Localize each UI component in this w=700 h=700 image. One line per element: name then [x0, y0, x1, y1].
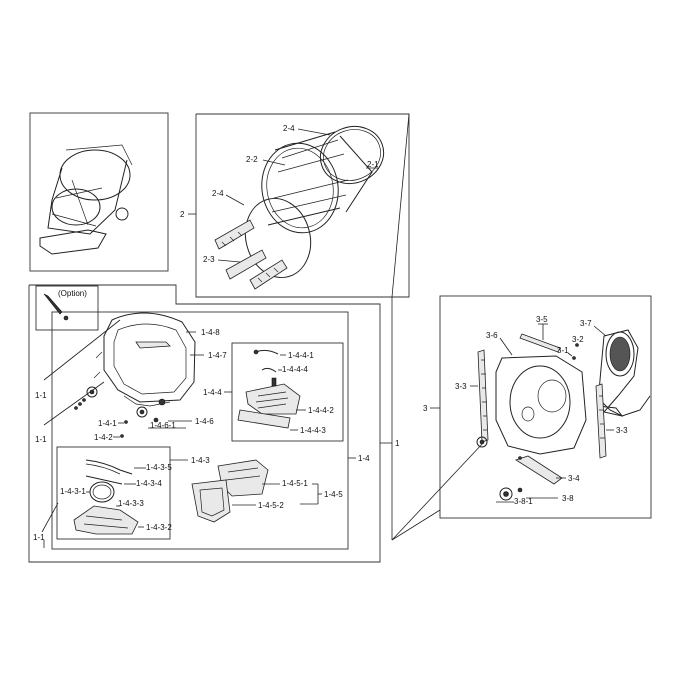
- label-3-6: 3-6: [486, 331, 498, 340]
- label-1-4-3-1: 1-4-3-1: [60, 487, 86, 496]
- label-1-4-1: 1-4-1: [98, 419, 117, 428]
- label-1-4-4-3: 1-4-4-3: [300, 426, 326, 435]
- duct-sensor: [85, 475, 123, 485]
- option-part-box: [35, 285, 99, 331]
- drum-group: 2 2-4 2-2 2-1 2-4 2-3: [180, 113, 410, 298]
- rear-panel-group: 3 3-6 3-5 3-1 3-2 3-7 3-3 3-3: [391, 295, 652, 541]
- preview-struts: [51, 144, 133, 227]
- screw-3-2: [575, 343, 579, 347]
- rear-side-rail-left: [477, 349, 489, 443]
- label-3-8: 3-8: [562, 494, 574, 503]
- label-3-7: 3-7: [580, 319, 592, 328]
- assembly-preview-box: [29, 112, 169, 272]
- front-panel-group-box: [28, 284, 381, 563]
- label-1-1-mid: 1-1: [35, 435, 47, 444]
- label-3-3-right: 3-3: [616, 426, 628, 435]
- bearing-1-4-6: [136, 406, 148, 418]
- label-1: 1: [395, 439, 400, 448]
- rear-frame-opening: [509, 365, 571, 439]
- front-frame: [103, 312, 196, 403]
- front-panel-group: 1 1-4 (Option) 1-4-8 1-4-7 1-1 1-1 1-1: [28, 113, 441, 563]
- label-3-4: 3-4: [568, 474, 580, 483]
- label-1-4-2: 1-4-2: [94, 433, 113, 442]
- label-2: 2: [180, 210, 185, 219]
- label-2-1: 2-1: [367, 160, 379, 169]
- assembly-preview: [29, 112, 169, 272]
- label-1-4: 1-4: [358, 454, 370, 463]
- door-lock-cover: [237, 409, 291, 429]
- label-3-1: 3-1: [557, 346, 569, 355]
- label-1-4-4: 1-4-4: [203, 388, 222, 397]
- label-1-4-3-3: 1-4-3-3: [118, 499, 144, 508]
- label-1-4-6: 1-4-6: [195, 417, 214, 426]
- label-2-4-left: 2-4: [212, 189, 224, 198]
- label-1-4-4-4: 1-4-4-4: [282, 365, 308, 374]
- label-1-4-8: 1-4-8: [201, 328, 220, 337]
- label-1-4-3-5: 1-4-3-5: [146, 463, 172, 472]
- label-2-3: 2-3: [203, 255, 215, 264]
- label-3-2: 3-2: [572, 335, 584, 344]
- label-1-4-4-1: 1-4-4-1: [288, 351, 314, 360]
- wire-connector: [261, 367, 277, 373]
- label-2-4-top: 2-4: [283, 124, 295, 133]
- filter-duct-subgroup-box: [56, 446, 171, 540]
- drum-group-box: [196, 113, 410, 298]
- filter-duct: [73, 505, 139, 535]
- option-label: (Option): [58, 289, 87, 298]
- preview-frame: [47, 159, 128, 235]
- drum-lifter-1: [214, 219, 255, 250]
- rear-bearing: [476, 436, 488, 448]
- label-3-5: 3-5: [536, 315, 548, 324]
- rear-frame: [495, 355, 587, 455]
- drum-body: [267, 131, 373, 226]
- option-part-icon: [43, 293, 63, 315]
- label-1-4-5-1: 1-4-5-1: [282, 479, 308, 488]
- label-3-3-left: 3-3: [455, 382, 467, 391]
- left-bearing: [86, 386, 98, 398]
- rear-seal-ring: [319, 126, 385, 184]
- label-2-2: 2-2: [246, 155, 258, 164]
- door-lock-housing: [245, 383, 301, 415]
- label-1-4-7: 1-4-7: [208, 351, 227, 360]
- label-3: 3: [423, 404, 428, 413]
- label-1-4-3-4: 1-4-3-4: [136, 479, 162, 488]
- front-frame-bracket: [135, 341, 171, 349]
- blower-fan: [605, 331, 635, 377]
- label-1-1-top: 1-1: [35, 391, 47, 400]
- label-1-4-4-2: 1-4-4-2: [308, 406, 334, 415]
- label-1-4-5: 1-4-5: [324, 490, 343, 499]
- label-1-4-6-1: 1-4-6-1: [150, 421, 176, 430]
- rear-support: [515, 455, 563, 485]
- rear-shaft-bearing: [499, 487, 513, 501]
- label-1-4-3: 1-4-3: [191, 456, 210, 465]
- rear-side-rail-right: [595, 383, 607, 459]
- preview-motor: [115, 207, 129, 221]
- preview-front-opening: [51, 188, 101, 226]
- drum-lifter-3: [249, 259, 288, 290]
- label-1-4-5-2: 1-4-5-2: [258, 501, 284, 510]
- label-3-8-1: 3-8-1: [514, 497, 533, 506]
- label-1-1-bottom: 1-1: [33, 533, 45, 542]
- rear-bracket: [519, 333, 561, 353]
- front-frame-subgroup-box: [51, 311, 349, 550]
- wire-harness: [255, 349, 279, 355]
- preview-base-panel: [39, 229, 107, 255]
- duct-wire: [85, 459, 133, 475]
- rear-panel-group-box: [439, 295, 652, 519]
- label-1-4-3-2: 1-4-3-2: [146, 523, 172, 532]
- screw-3-1: [572, 356, 576, 360]
- drum-lifter-2: [225, 249, 267, 280]
- front-seal-ring: [244, 197, 312, 279]
- drum-front-rim: [261, 142, 339, 234]
- screw: [82, 398, 86, 402]
